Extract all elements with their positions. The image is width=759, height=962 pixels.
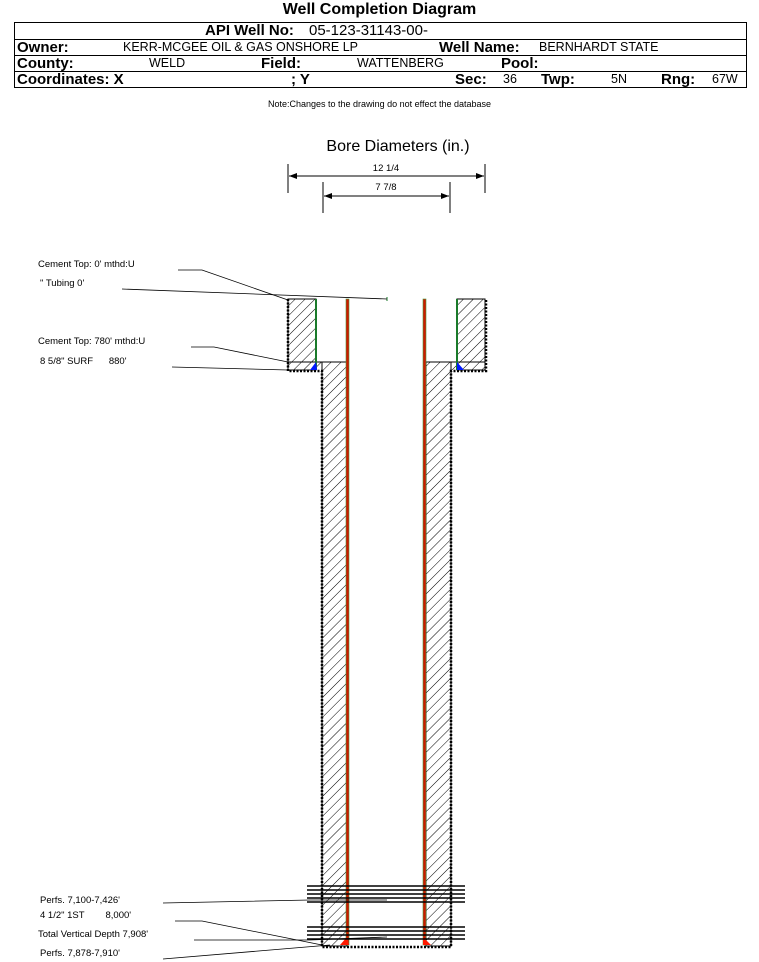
field-label: Field: (261, 55, 301, 72)
production-cement-left (321, 361, 348, 947)
svg-text:" Tubing 0': " Tubing 0' (40, 278, 84, 289)
field-value: WATTENBERG (357, 56, 444, 70)
svg-text:Perfs. 7,100-7,426': Perfs. 7,100-7,426' (40, 895, 120, 906)
county-row: County: WELD Field: WATTENBERG Pool: (15, 55, 746, 71)
annotation-cement-top-production: Cement Top: 780' mthd:U (38, 336, 289, 363)
shoe-cement-right (451, 362, 457, 370)
pool-label: Pool: (501, 55, 539, 72)
sec-value: 36 (503, 72, 517, 86)
perforations-lower (307, 926, 465, 940)
bore-dimension-inner: 7 7/8 (322, 182, 451, 213)
production-casing-right (422, 298, 427, 946)
bore-dimension-outer: 12 1/4 (287, 163, 486, 193)
owner-row: Owner: KERR-MCGEE OIL & GAS ONSHORE LP W… (15, 39, 746, 55)
coord-x-label: Coordinates: X (17, 71, 124, 88)
annotation-production-casing: 4 1/2" 1ST 8,000' (40, 910, 323, 946)
borehole-wall (286, 299, 488, 949)
twp-label: Twp: (541, 71, 575, 88)
surface-cement-left (287, 298, 317, 371)
bore-title: Bore Diameters (in.) (326, 138, 469, 155)
annotation-perfs-upper: Perfs. 7,100-7,426' (40, 895, 387, 906)
annotation-perfs-lower: Perfs. 7,878-7,910' (40, 944, 331, 960)
rng-value: 67W (712, 72, 738, 86)
rng-label: Rng: (661, 71, 696, 88)
surface-shoe-left (310, 362, 317, 370)
twp-value: 5N (611, 72, 627, 86)
surface-cement-right (456, 298, 486, 371)
svg-text:Cement Top: 780' mthd:U: Cement Top: 780' mthd:U (38, 336, 145, 347)
owner-value: KERR-MCGEE OIL & GAS ONSHORE LP (123, 40, 359, 54)
api-value: 05-123-31143-00- (309, 22, 428, 39)
api-row: API Well No: 05-123-31143-00- (15, 23, 746, 39)
svg-text:Perfs. 7,878-7,910': Perfs. 7,878-7,910' (40, 948, 120, 959)
bore-outer-label: 12 1/4 (373, 163, 399, 174)
owner-label: Owner: (17, 39, 69, 56)
well-info-table: API Well No: 05-123-31143-00- Owner: KER… (14, 22, 747, 88)
well-name-value: BERNHARDT STATE (539, 40, 659, 54)
sec-label: Sec: (455, 71, 487, 88)
database-note: Note:Changes to the drawing do not effec… (268, 99, 491, 109)
production-casing-left (345, 298, 350, 946)
annotation-cement-top-surface: Cement Top: 0' mthd:U (38, 259, 289, 301)
production-cement-right (425, 361, 452, 947)
county-value: WELD (149, 56, 186, 70)
annotation-surface-casing: 8 5/8" SURF 880' (40, 356, 289, 371)
svg-text:8 5/8" SURF 880': 8 5/8" SURF 880' (40, 356, 127, 367)
perforations-upper (307, 885, 465, 903)
annotation-tubing: " Tubing 0' (40, 278, 388, 300)
annotation-total-depth: Total Vertical Depth 7,908' (38, 929, 388, 941)
diagram-title: Well Completion Diagram (282, 1, 477, 18)
coordinates-row: Coordinates: X ; Y Sec: 36 Twp: 5N Rng: … (15, 71, 746, 87)
county-label: County: (17, 55, 74, 72)
shoe-cement-left (316, 362, 322, 370)
api-label: API Well No: (205, 22, 294, 39)
surface-shoe-right (457, 362, 464, 370)
svg-text:Total Vertical Depth 7,908': Total Vertical Depth 7,908' (38, 929, 148, 940)
svg-text:4 1/2" 1ST 8,000': 4 1/2" 1ST 8,000' (40, 910, 131, 921)
svg-text:Cement Top: 0' mthd:U: Cement Top: 0' mthd:U (38, 259, 135, 270)
coord-y-label: ; Y (291, 71, 310, 88)
well-name-label: Well Name: (439, 39, 520, 56)
bore-inner-label: 7 7/8 (375, 182, 396, 193)
